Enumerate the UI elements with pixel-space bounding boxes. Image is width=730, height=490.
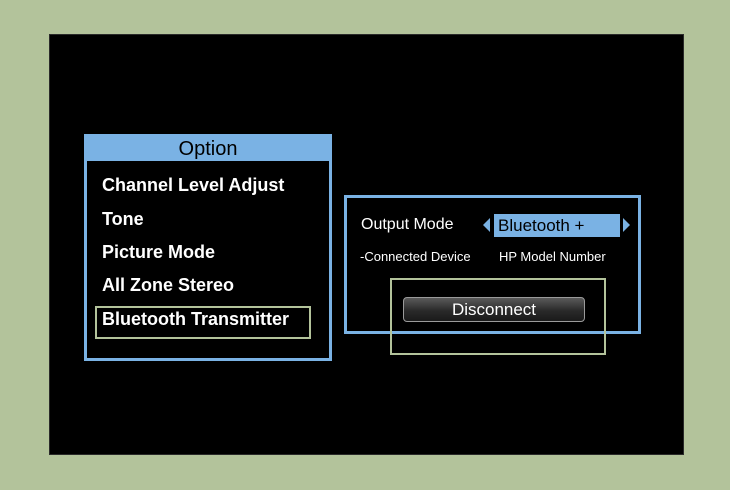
output-mode-selector[interactable]: Bluetooth + <box>494 214 620 237</box>
connected-device-label: -Connected Device <box>360 249 471 264</box>
output-mode-label: Output Mode <box>361 216 454 233</box>
button-selection-highlight <box>390 278 606 355</box>
menu-item-channel-level-adjust[interactable]: Channel Level Adjust <box>102 175 285 195</box>
menu-selection-highlight <box>95 306 311 339</box>
arrow-left-icon[interactable] <box>483 218 490 232</box>
connected-device-value: HP Model Number <box>499 249 606 264</box>
menu-item-picture-mode[interactable]: Picture Mode <box>102 242 216 262</box>
disconnect-button[interactable]: Disconnect <box>403 297 585 322</box>
menu-item-tone[interactable]: Tone <box>102 209 144 229</box>
arrow-right-icon[interactable] <box>623 218 630 232</box>
menu-item-bluetooth-transmitter[interactable]: Bluetooth Transmitter <box>102 309 290 329</box>
menu-item-all-zone-stereo[interactable]: All Zone Stereo <box>102 275 235 295</box>
option-menu-panel: Option <box>84 134 332 361</box>
option-menu-title: Option <box>87 137 329 161</box>
